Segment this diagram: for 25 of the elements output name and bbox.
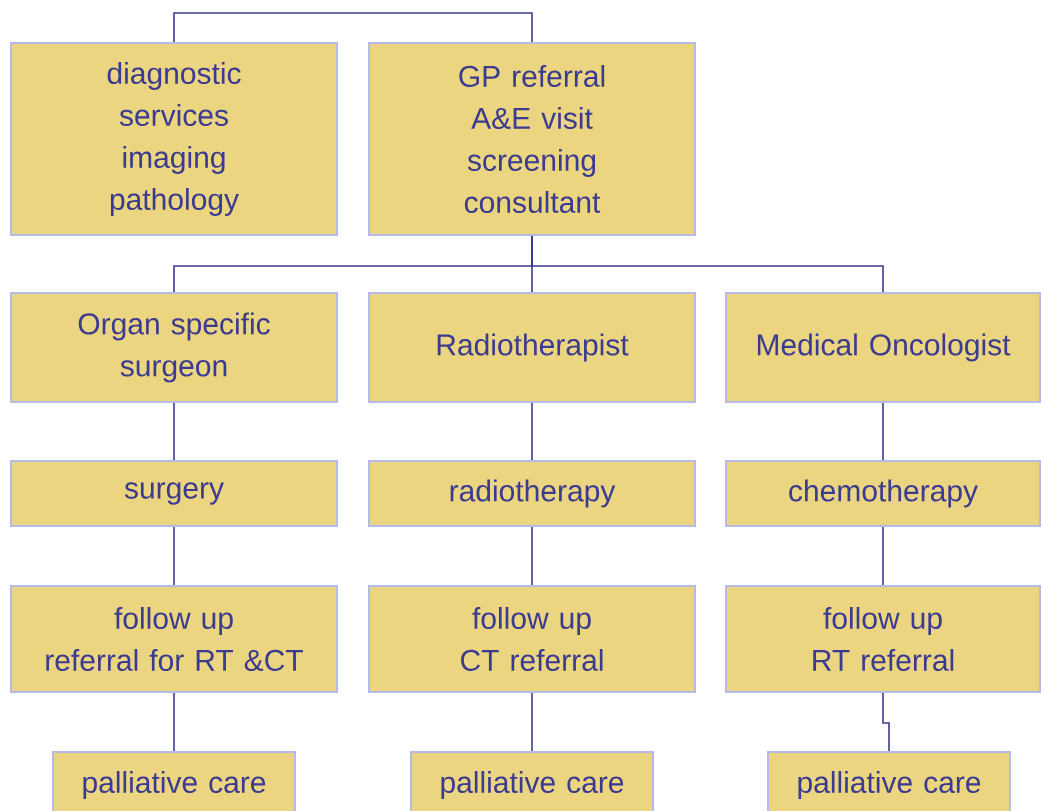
process-box: Medical Oncologist bbox=[725, 292, 1041, 403]
process-box: surgery bbox=[10, 460, 338, 527]
connector-line bbox=[882, 402, 884, 461]
process-box: follow up RT referral bbox=[725, 585, 1041, 693]
process-box: follow up referral for RT &CT bbox=[10, 585, 338, 693]
connector-line bbox=[882, 692, 890, 752]
process-box: GP referral A&E visit screening consultant bbox=[368, 42, 696, 236]
process-box: diagnostic services imaging pathology bbox=[10, 42, 338, 236]
connector-line bbox=[531, 692, 533, 752]
connector-line bbox=[173, 12, 533, 43]
process-box: palliative care bbox=[52, 751, 296, 811]
process-box: palliative care bbox=[767, 751, 1011, 811]
connector-line bbox=[531, 526, 533, 586]
process-box: chemotherapy bbox=[725, 460, 1041, 527]
connector-line bbox=[531, 402, 533, 461]
connector-line bbox=[173, 402, 175, 461]
process-box: Radiotherapist bbox=[368, 292, 696, 403]
connector-line bbox=[173, 692, 175, 752]
connector-line bbox=[882, 526, 884, 586]
process-box: follow up CT referral bbox=[368, 585, 696, 693]
process-box: palliative care bbox=[410, 751, 654, 811]
connector-line bbox=[173, 526, 175, 586]
connector-line bbox=[531, 235, 884, 293]
process-box: Organ specific surgeon bbox=[10, 292, 338, 403]
process-box: radiotherapy bbox=[368, 460, 696, 527]
